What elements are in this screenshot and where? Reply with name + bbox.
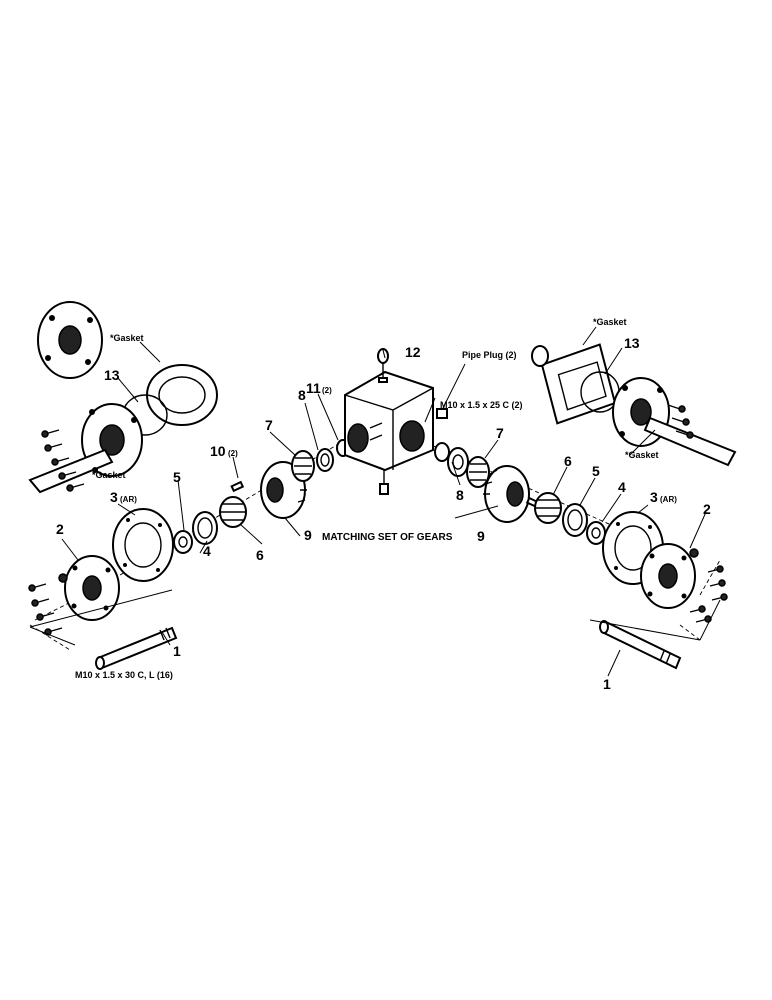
center-bolt-label: M10 x 1.5 x 25 C (2): [440, 400, 523, 410]
left-bolt-frame: [29, 589, 173, 646]
right-hub-2: [640, 543, 699, 609]
right-seal-4-label: 4: [618, 479, 626, 495]
left-input-housing: [28, 403, 143, 494]
left-gasket-bottom-label: *Gasket: [92, 470, 126, 480]
left-housing-3-note: (AR): [120, 495, 137, 504]
left-top-cover: [37, 301, 103, 379]
left-key-note: (2): [228, 449, 238, 458]
left-seal-4: [173, 530, 193, 554]
right-oring-label: 13: [624, 335, 640, 351]
right-gear-7-spacer: [447, 447, 469, 477]
right-input-housing: [612, 377, 737, 467]
right-cup-5-label: 5: [592, 463, 600, 479]
right-spacer-8: [434, 442, 450, 462]
right-seal-4: [586, 521, 606, 545]
leader-lines: [61, 326, 707, 677]
right-gear-7-label: 7: [496, 425, 504, 441]
left-gear-7: [291, 450, 315, 482]
right-gasket-top: [531, 343, 617, 425]
left-spacer-8-label: 8: [298, 387, 306, 403]
left-cone-6-label: 6: [256, 547, 264, 563]
right-gear-9-label: 9: [477, 528, 485, 544]
right-bolt-frame: [589, 599, 721, 641]
left-shaft-1: [95, 626, 178, 670]
left-dowel-11-note: (2): [322, 386, 332, 395]
left-bolt-spec-label: M10 x 1.5 x 30 C, L (16): [75, 670, 173, 680]
right-housing-3-note: (AR): [660, 495, 677, 504]
left-shaft-1-label: 1: [173, 643, 181, 659]
matching-gears-label: MATCHING SET OF GEARS: [322, 532, 453, 543]
right-cone-6-label: 6: [564, 453, 572, 469]
right-gasket-top-label: *Gasket: [593, 317, 627, 327]
right-cone-6: [534, 492, 562, 524]
gearbox-12: [344, 348, 434, 495]
left-housing-3: [112, 508, 174, 582]
right-gasket-bottom-label: *Gasket: [625, 450, 659, 460]
right-shaft-1: [599, 620, 682, 670]
left-gasket-top: [146, 364, 218, 426]
right-cup-5: [562, 503, 588, 537]
right-hub-bolts: [689, 565, 728, 623]
left-key-label: 10: [210, 443, 226, 459]
right-spacer-8-label: 8: [456, 487, 464, 503]
left-cone-6: [219, 496, 247, 528]
left-cup-5: [192, 511, 218, 545]
right-top-bolts: [667, 404, 694, 439]
gearbox-12-label: 12: [405, 344, 421, 360]
left-hub-2-label: 2: [56, 521, 64, 537]
left-hub-bolts: [28, 583, 63, 636]
left-key-10: [230, 480, 245, 493]
center-pipe-plug: [436, 408, 448, 419]
right-housing-3-label: 3: [650, 489, 658, 505]
right-gear-9: [483, 465, 530, 523]
left-gasket-top-label: *Gasket: [110, 333, 144, 343]
left-seal-4-label: 4: [203, 543, 211, 559]
right-gear-7: [466, 456, 490, 488]
left-housing-3-label: 3: [110, 489, 118, 505]
left-gear-9-label: 9: [304, 527, 312, 543]
right-shaft-1-label: 1: [603, 676, 611, 692]
left-gear-7-label: 7: [265, 417, 273, 433]
left-hub-2: [58, 555, 120, 621]
left-cup-5-label: 5: [173, 469, 181, 485]
right-hub-2-label: 2: [703, 501, 711, 517]
left-spacer-8: [316, 448, 334, 472]
left-oring-label: 13: [104, 367, 120, 383]
pipe-plug-label: Pipe Plug (2): [462, 350, 517, 360]
left-top-bolts: [41, 429, 85, 492]
left-dowel-11-label: 11: [306, 380, 321, 396]
